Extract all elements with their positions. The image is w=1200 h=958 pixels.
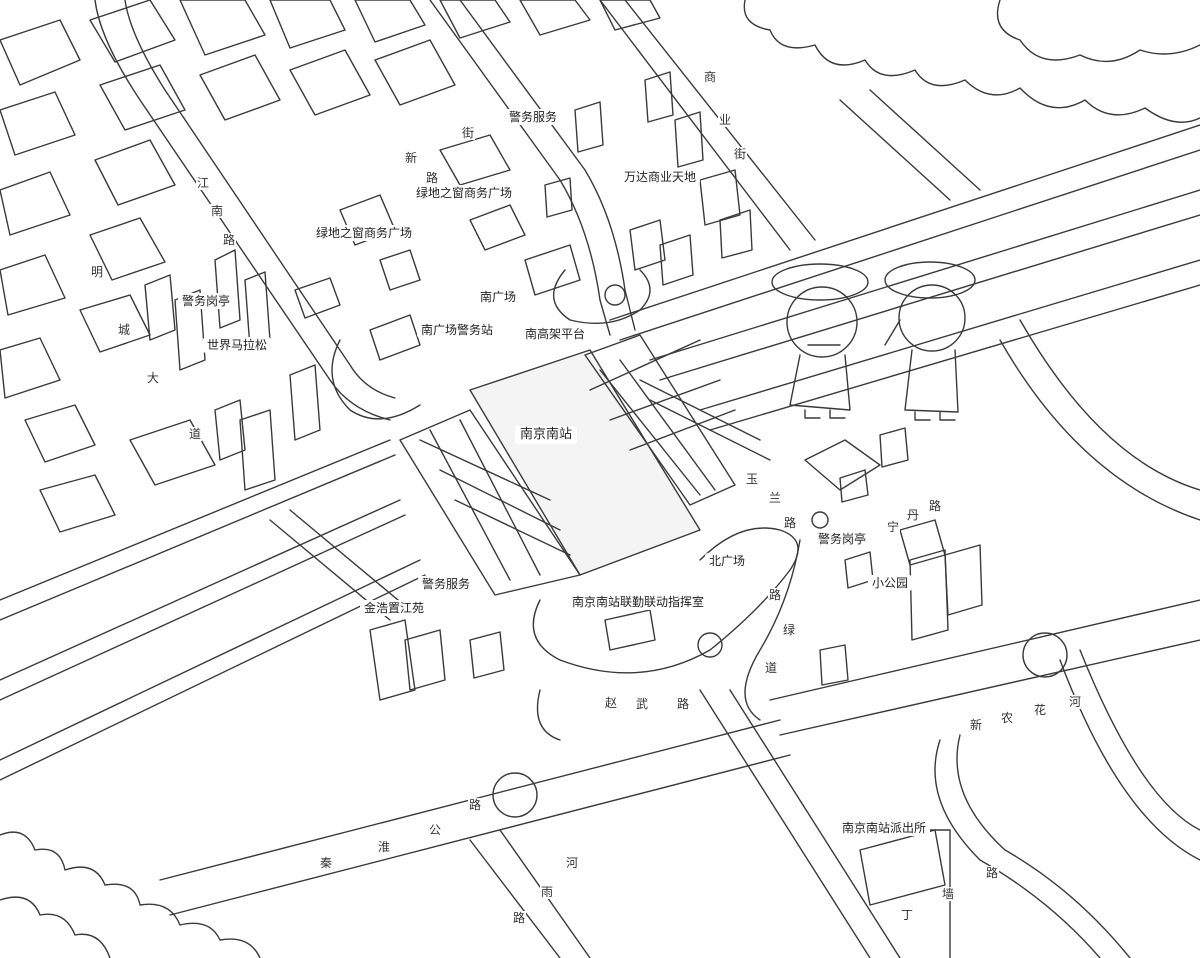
police-service-label-bottom[interactable]: 警务服务 bbox=[418, 576, 475, 592]
road-char-sw2: 淮 bbox=[377, 840, 392, 854]
road-char-c3: 路 bbox=[222, 233, 237, 247]
road-char-s1: 赵 bbox=[604, 696, 619, 710]
police-kiosk-west-label[interactable]: 警务岗亭 bbox=[178, 293, 235, 309]
road-char-n1: 新 bbox=[404, 151, 419, 165]
south-plaza-police-label[interactable]: 南广场警务站 bbox=[417, 322, 498, 338]
road-char-e6: 路 bbox=[928, 499, 943, 513]
police-station-label[interactable]: 南京南站派出所 bbox=[838, 820, 931, 836]
road-char-e5: 丹 bbox=[906, 508, 921, 522]
marathon-label[interactable]: 世界马拉松 bbox=[203, 337, 272, 353]
road-char-d3: 路 bbox=[985, 866, 1000, 880]
road-char-c2: 南 bbox=[210, 204, 225, 218]
road-char-w4: 道 bbox=[188, 427, 203, 441]
gold-center-label[interactable]: 金浩置江苑 bbox=[360, 600, 429, 616]
road-char-k1: 新 bbox=[969, 718, 984, 732]
road-char-se3: 道 bbox=[764, 661, 779, 675]
road-char-s3: 路 bbox=[676, 697, 691, 711]
police-kiosk-east-label[interactable]: 警务岗亭 bbox=[814, 531, 871, 547]
road-char-r1: 河 bbox=[565, 856, 580, 870]
police-mascot-right bbox=[884, 261, 976, 421]
road-char-k4: 河 bbox=[1068, 695, 1083, 709]
road-char-e1: 玉 bbox=[745, 472, 760, 486]
road-char-se2: 绿 bbox=[782, 623, 797, 637]
station-building bbox=[399, 334, 736, 596]
road-network bbox=[94, 0, 1200, 958]
wanda-label[interactable]: 万达商业天地 bbox=[620, 169, 701, 185]
road-char-ne3: 街 bbox=[733, 147, 748, 161]
road-char-n3: 路 bbox=[425, 171, 440, 185]
road-char-w3: 大 bbox=[146, 371, 161, 385]
north-plaza-label[interactable]: 北广场 bbox=[705, 553, 750, 569]
road-loops bbox=[331, 269, 799, 741]
road-char-w1: 明 bbox=[90, 265, 105, 279]
business-plaza-label-2[interactable]: 绿地之窗商务广场 bbox=[312, 225, 417, 241]
cloud-decoration-top bbox=[743, 0, 1200, 123]
road-char-r3: 路 bbox=[512, 911, 527, 925]
road-char-k3: 花 bbox=[1033, 703, 1048, 717]
road-char-s2: 武 bbox=[635, 697, 650, 711]
road-char-d1: 丁 bbox=[900, 908, 915, 922]
road-char-e4: 宁 bbox=[886, 520, 901, 534]
police-service-label-top[interactable]: 警务服务 bbox=[505, 109, 562, 125]
road-char-sw4: 路 bbox=[468, 798, 483, 812]
buildings bbox=[144, 71, 983, 906]
road-char-se1: 路 bbox=[768, 588, 783, 602]
city-blocks-northwest bbox=[0, 0, 661, 533]
road-char-ne2: 业 bbox=[718, 113, 733, 127]
road-char-r2: 雨 bbox=[540, 885, 555, 899]
road-char-k2: 农 bbox=[1000, 711, 1015, 725]
joint-command-label[interactable]: 南京南站联勤联动指挥室 bbox=[568, 594, 709, 610]
road-char-e2: 兰 bbox=[768, 491, 783, 505]
business-plaza-label-1[interactable]: 绿地之窗商务广场 bbox=[412, 185, 517, 201]
south-plaza-label[interactable]: 南广场 bbox=[476, 289, 521, 305]
cloud-decoration-bottom bbox=[0, 831, 261, 958]
road-char-e3: 路 bbox=[783, 516, 798, 530]
south-platform-label[interactable]: 南高架平台 bbox=[521, 326, 590, 342]
small-park-label[interactable]: 小公园 bbox=[868, 575, 913, 591]
tree-clusters bbox=[492, 284, 1068, 818]
road-char-sw3: 公 bbox=[428, 823, 443, 837]
police-mascot-left bbox=[771, 263, 869, 419]
road-char-ne1: 商 bbox=[703, 70, 718, 84]
road-char-c1: 江 bbox=[196, 176, 211, 190]
road-char-n2: 街 bbox=[461, 126, 476, 140]
road-char-sw1: 秦 bbox=[319, 856, 334, 870]
road-char-w2: 城 bbox=[117, 323, 132, 337]
road-char-d2: 墙 bbox=[941, 887, 956, 901]
station-label[interactable]: 南京南站 bbox=[515, 426, 578, 444]
